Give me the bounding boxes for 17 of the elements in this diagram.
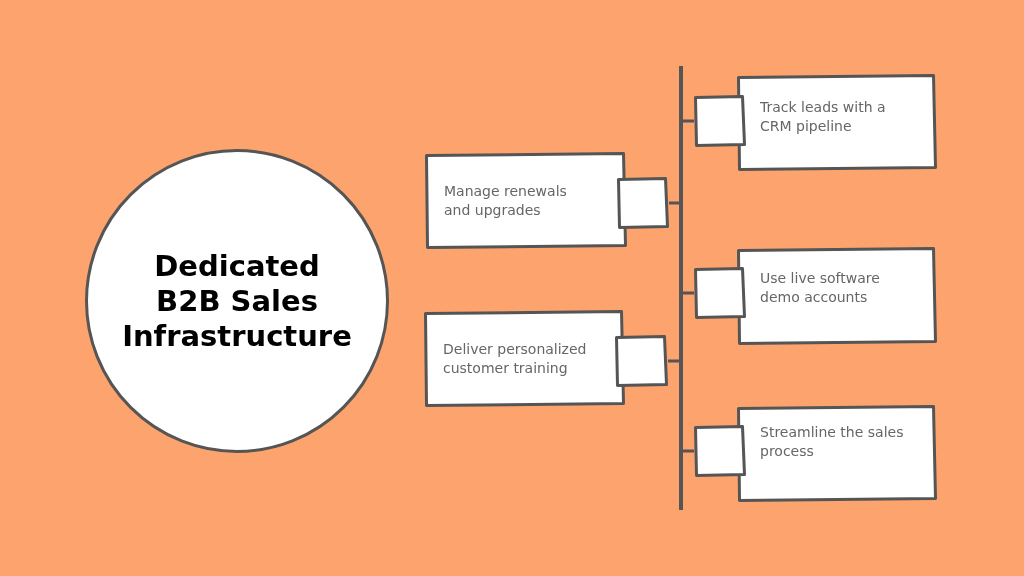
card-text: Deliver personalized customer training [443, 340, 588, 378]
vertical-spine [679, 66, 683, 510]
connector-line [669, 201, 679, 205]
card-text: Use live software demo accounts [760, 269, 881, 307]
card-text: Manage renewals and upgrades [444, 182, 568, 220]
topic-title: Dedicated B2B Sales Infrastructure [122, 248, 352, 354]
note-card [694, 405, 937, 503]
connector-line [683, 119, 694, 123]
note-card [694, 74, 937, 172]
note-card [694, 247, 937, 345]
connector-line [668, 359, 679, 363]
note-card [425, 152, 669, 250]
note-card [424, 310, 668, 408]
connector-line [683, 449, 694, 453]
card-text: Track leads with a CRM pipeline [760, 98, 887, 136]
card-text: Streamline the sales process [760, 423, 905, 461]
connector-line [683, 291, 694, 295]
